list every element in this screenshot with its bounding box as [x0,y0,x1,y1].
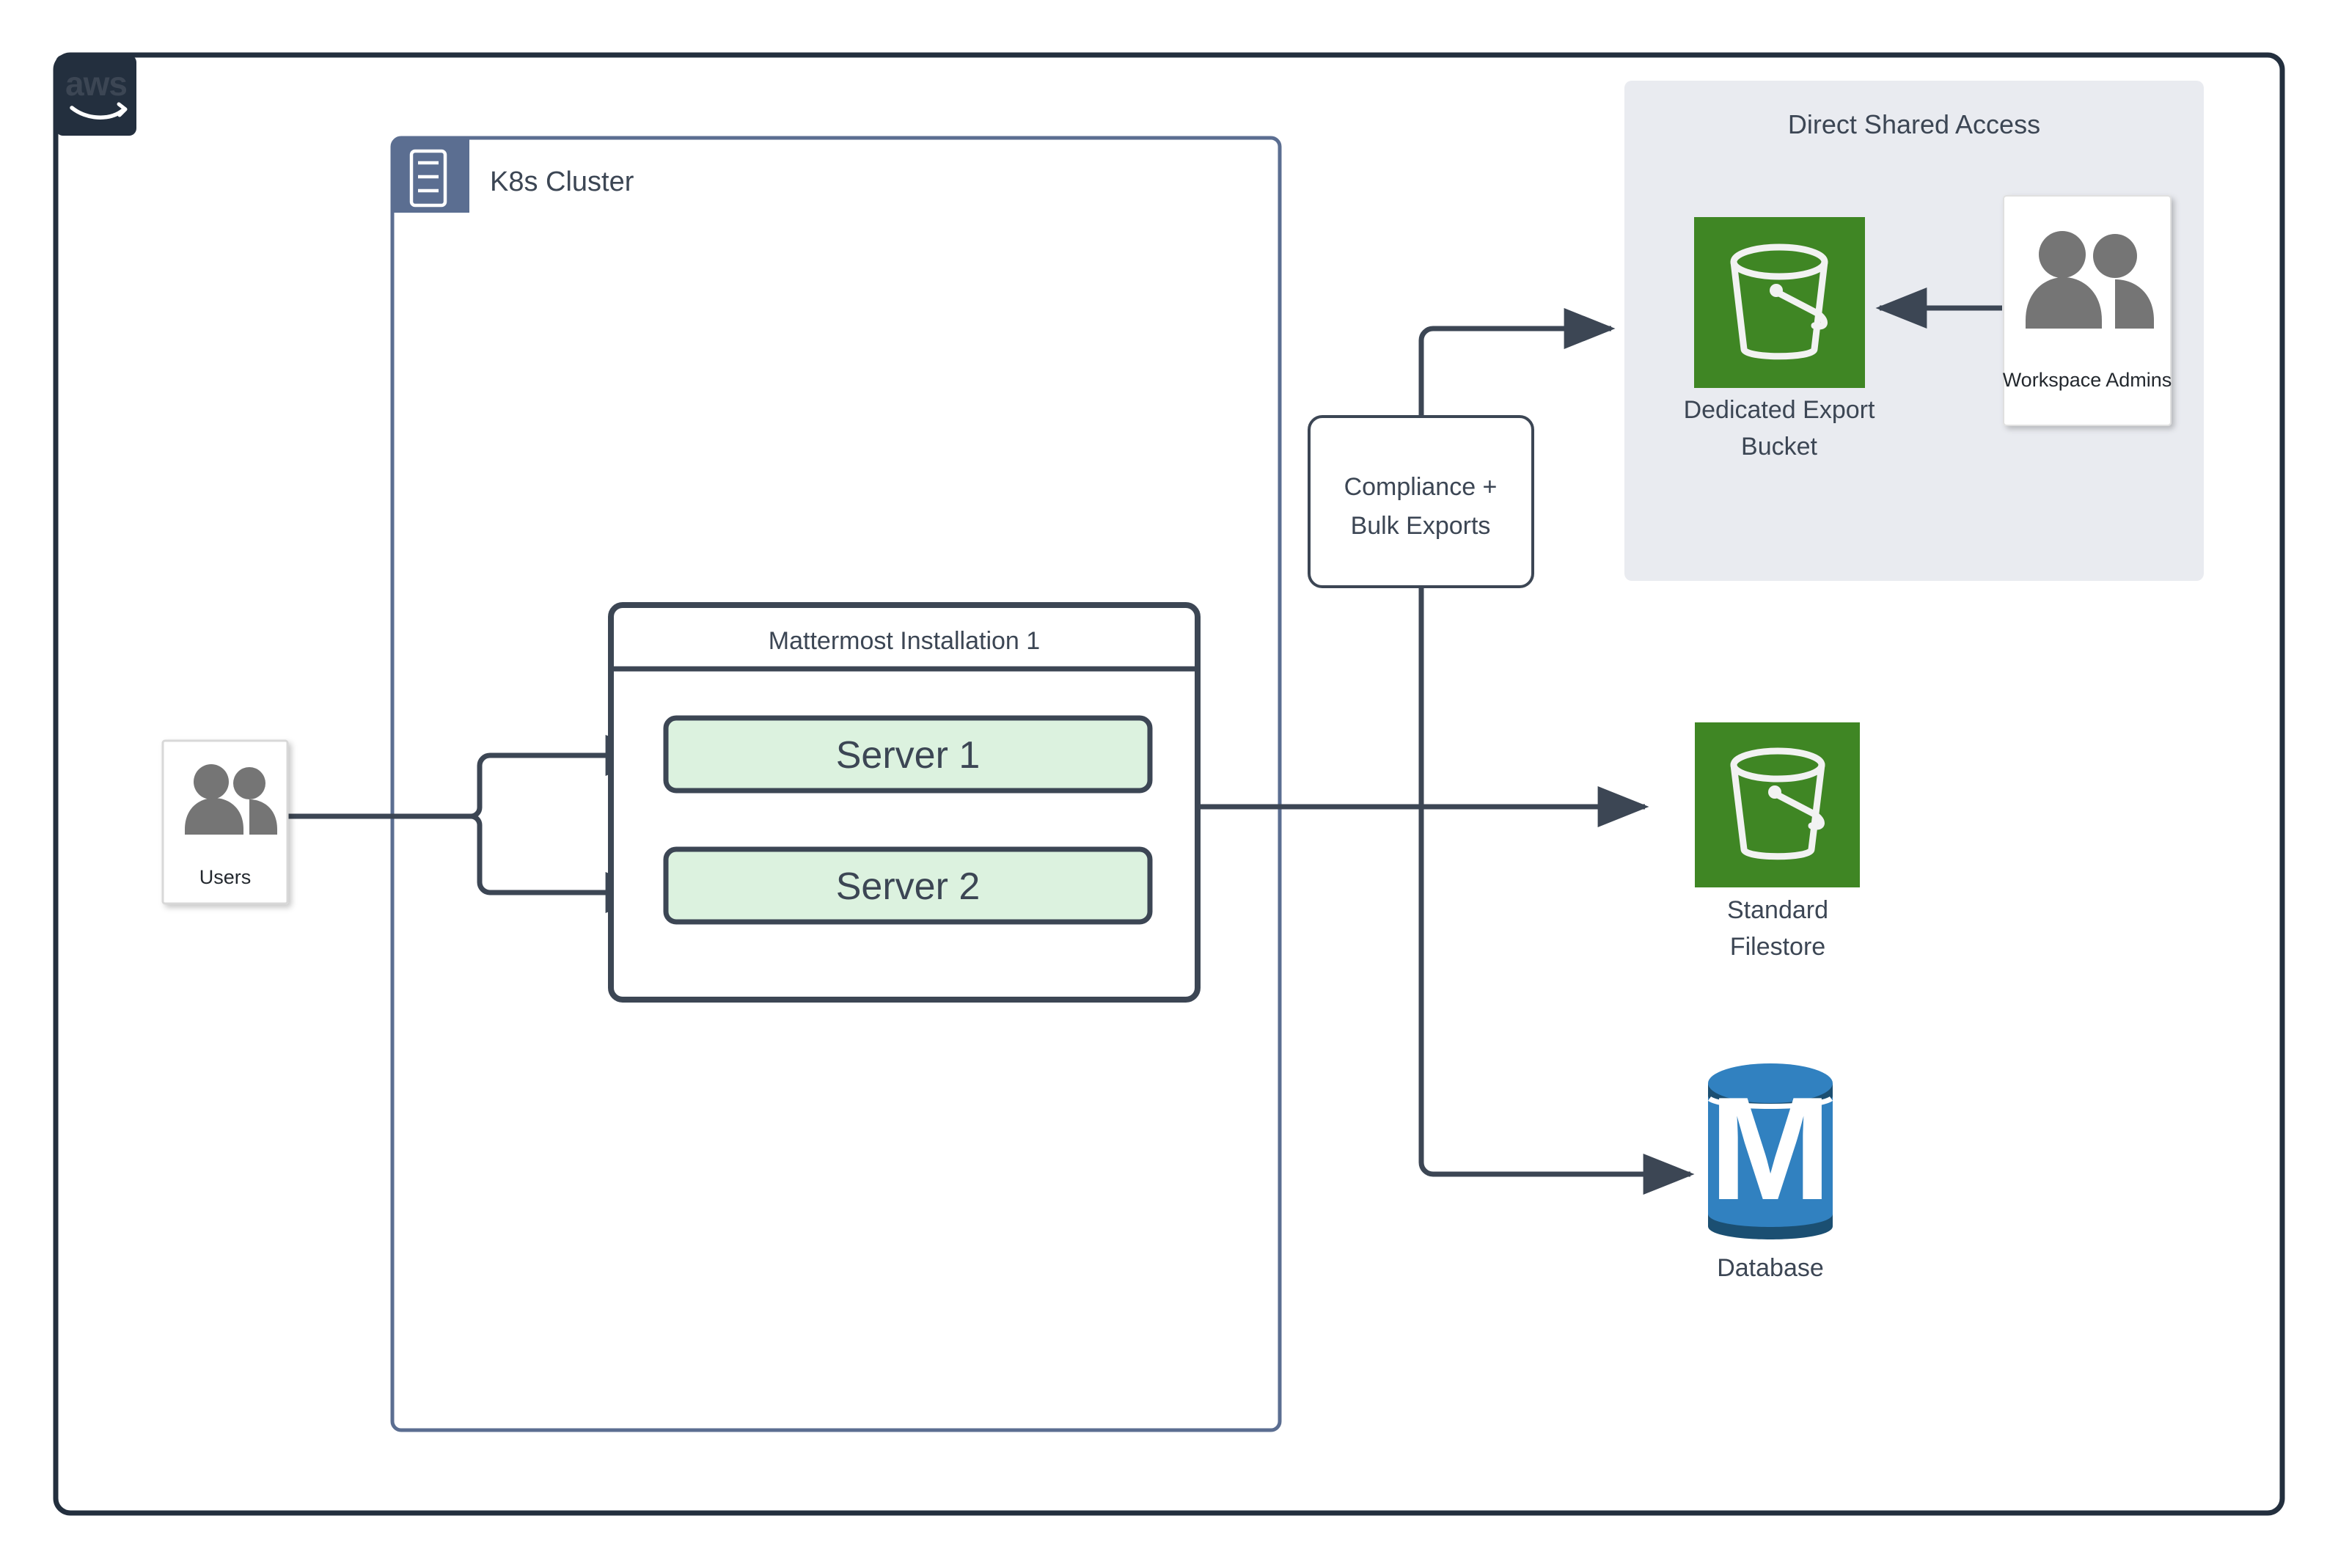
standard-filestore-label-line1: Standard [1727,896,1828,924]
standard-filestore-tile[interactable] [1695,722,1860,887]
aws-logo: aws [65,65,128,120]
edge-compliance-to-export-bucket [1418,308,1616,417]
database-cylinder-icon[interactable]: M [1707,1063,1833,1239]
node-workspace-admins[interactable]: Workspace Admins [2003,195,2172,426]
server-2-label: Server 2 [836,865,981,908]
node-compliance-bulk-exports[interactable]: Compliance + Bulk Exports [1308,415,1534,588]
node-standard-filestore[interactable]: Standard Filestore [1695,722,1860,961]
people-icon [185,764,277,835]
dedicated-export-bucket-label-line1: Dedicated Export [1684,396,1875,424]
compliance-bulk-exports-label-line2: Bulk Exports [1351,512,1491,540]
database-glyph: M [1709,1067,1832,1231]
s3-bucket-icon [1730,747,1825,860]
node-mattermost-installation[interactable]: Mattermost Installation 1 Server 1 Serve… [608,602,1201,1003]
node-database[interactable]: M Database [1707,1063,1833,1282]
server-1-label: Server 1 [836,734,981,777]
dedicated-export-bucket-tile[interactable] [1694,217,1865,388]
aws-cloud-frame: aws [53,52,2285,1516]
people-icon [2026,231,2154,329]
edge-layer [287,287,2002,1195]
node-dedicated-export-bucket[interactable]: Dedicated Export Bucket [1684,217,1875,461]
node-server-1[interactable]: Server 1 [663,715,1153,794]
edge-compliance-to-database [1418,587,1695,1195]
node-server-2[interactable]: Server 2 [663,846,1153,925]
s3-bucket-icon [1730,243,1828,360]
dedicated-export-bucket-label-line2: Bucket [1741,433,1817,461]
standard-filestore-label-line2: Filestore [1730,933,1825,961]
aws-frame-border [53,52,2285,1516]
server-rack-icon [409,149,447,208]
direct-shared-access-title: Direct Shared Access [1788,109,2040,139]
workspace-admins-label: Workspace Admins [2003,369,2172,391]
node-users[interactable]: Users [161,739,289,905]
k8s-cluster-title: K8s Cluster [490,166,634,197]
server-2-box[interactable] [663,846,1153,925]
mattermost-installation-title: Mattermost Installation 1 [769,627,1040,655]
svg-text:aws: aws [65,65,127,103]
database-label: Database [1717,1254,1824,1282]
compliance-bulk-exports-label-line1: Compliance + [1344,473,1498,501]
compliance-bulk-exports-box[interactable] [1308,415,1534,588]
edge-users-to-server-2-path [462,813,657,913]
users-label: Users [199,866,252,888]
server-1-box[interactable] [663,715,1153,794]
mattermost-installation-box[interactable] [608,602,1201,1003]
